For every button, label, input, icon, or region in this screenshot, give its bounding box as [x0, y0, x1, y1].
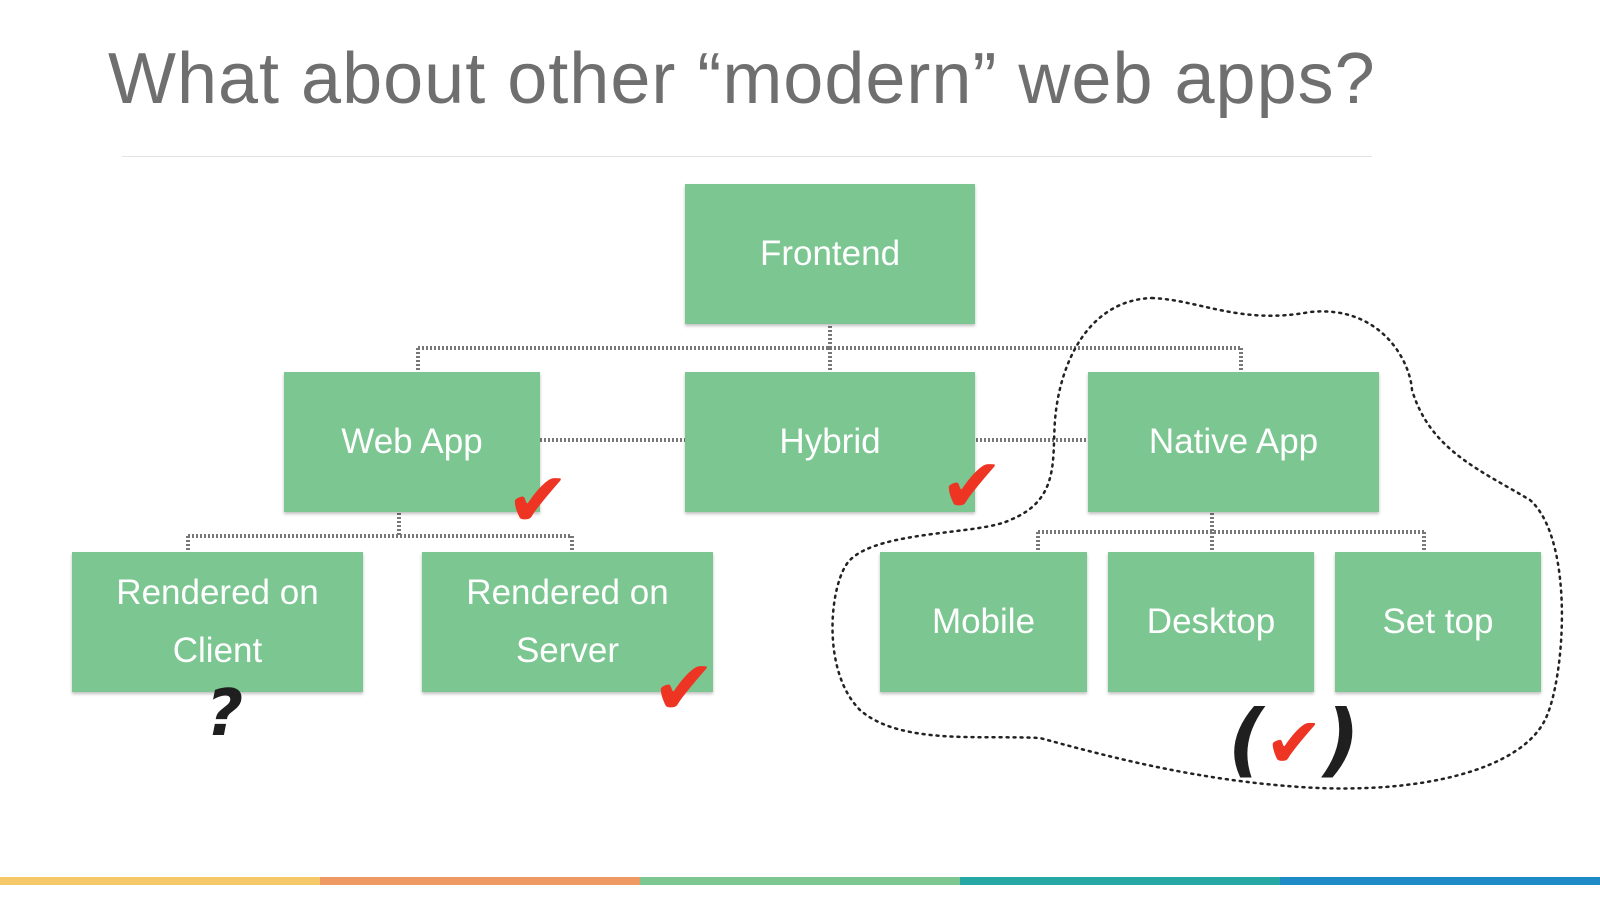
node-native-app: Native App [1088, 372, 1379, 512]
node-hybrid: Hybrid [685, 372, 975, 512]
slide-title: What about other “modern” web apps? [108, 39, 1376, 119]
footer-segment-3 [640, 877, 960, 885]
footer-segment-1 [0, 877, 320, 885]
node-web-app: Web App [284, 372, 540, 512]
native-group-qualified-check: (✔) [1228, 700, 1378, 788]
footer-segment-2 [320, 877, 640, 885]
open-paren: ( [1228, 700, 1265, 786]
check-mark-rendered-server: ✔ [652, 643, 716, 732]
check-mark-web-app: ✔ [506, 455, 570, 544]
footer-segment-4 [960, 877, 1280, 885]
node-frontend: Frontend [685, 184, 975, 324]
node-rendered-client: Rendered on Client [72, 552, 363, 692]
node-desktop: Desktop [1108, 552, 1314, 692]
close-paren: ) [1323, 700, 1360, 786]
check-mark-hybrid: ✔ [940, 441, 1004, 530]
native-group-outline [831, 296, 1564, 790]
question-mark-client: ? [206, 677, 244, 751]
footer-segment-5 [1280, 877, 1600, 885]
node-mobile: Mobile [880, 552, 1087, 692]
check-mark-native-group: ✔ [1264, 702, 1324, 784]
node-rendered-server: Rendered on Server [422, 552, 713, 692]
title-divider [122, 156, 1372, 157]
footer-color-band [0, 877, 1600, 885]
node-set-top: Set top [1335, 552, 1541, 692]
